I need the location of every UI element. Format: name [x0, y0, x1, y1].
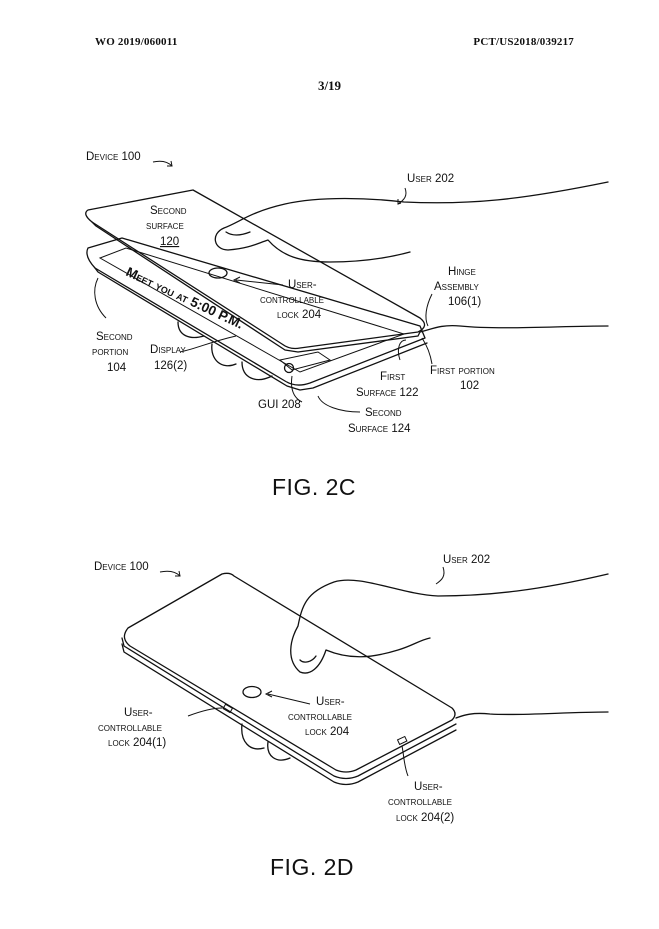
label-user-2d: User 202	[443, 554, 490, 566]
label-lock-left-a: User-	[124, 707, 153, 719]
lock-button-2d	[242, 685, 262, 699]
side-lock-left	[222, 703, 234, 714]
label-lock-left-b: controllable	[98, 722, 162, 734]
label-lock-left-c: lock 204(1)	[108, 737, 166, 749]
label-second-portion-c: 104	[107, 362, 127, 374]
label-lock-2d-b: controllable	[288, 711, 352, 723]
label-lock-right-a: User-	[414, 781, 443, 793]
label-lock-2c-c: lock 204	[277, 309, 322, 321]
device-2d-body	[123, 572, 456, 773]
fig-2d-drawing	[121, 566, 609, 786]
label-first-portion-b: 102	[460, 380, 479, 392]
label-second-surface-120-a: Second	[150, 205, 187, 217]
label-second-surface-120-c: 120	[160, 236, 179, 248]
label-display-b: 126(2)	[154, 360, 187, 372]
fig-2c-caption: FIG. 2C	[272, 474, 357, 500]
lock-button	[208, 267, 228, 279]
label-second-surface-120-b: surface	[146, 220, 184, 232]
publication-number: WO 2019/060011	[95, 36, 178, 48]
label-lock-2c-b: controllable	[260, 294, 324, 306]
side-lock-right	[396, 735, 408, 746]
label-lock-2c-a: User-	[288, 279, 317, 291]
label-device-2d: Device 100	[94, 561, 149, 573]
user-hand-2c	[214, 181, 609, 263]
label-user-2c: User 202	[407, 173, 454, 185]
lower-panel	[86, 237, 426, 386]
label-hinge-c: 106(1)	[448, 296, 481, 308]
user-hand-2d	[290, 573, 609, 674]
label-display-a: Display	[150, 344, 186, 356]
label-second-surface-124-a: Second	[365, 407, 402, 419]
fig-2c-drawing	[85, 160, 609, 413]
label-gui: GUI 208	[258, 399, 301, 411]
gui-element	[283, 362, 295, 374]
label-first-surface-a: First	[380, 371, 405, 383]
label-lock-right-c: lock 204(2)	[396, 812, 454, 824]
fig-2d-caption: FIG. 2D	[270, 854, 355, 880]
label-device-2c: Device 100	[86, 151, 141, 163]
label-second-portion-a: Second	[96, 331, 133, 343]
label-lock-2d-c: lock 204	[305, 726, 350, 738]
label-lock-2d-a: User-	[316, 696, 345, 708]
label-first-surface-b: Surface 122	[356, 387, 419, 399]
label-hinge-b: Assembly	[434, 281, 480, 293]
label-second-portion-b: portion	[92, 346, 129, 358]
label-hinge-a: Hinge	[448, 266, 476, 278]
label-first-portion-a: First portion	[430, 365, 495, 377]
upper-panel	[85, 189, 426, 350]
application-number: PCT/US2018/039217	[473, 36, 574, 48]
sheet-number: 3/19	[317, 78, 342, 93]
label-lock-right-b: controllable	[388, 796, 452, 808]
label-second-surface-124-b: Surface 124	[348, 423, 411, 435]
